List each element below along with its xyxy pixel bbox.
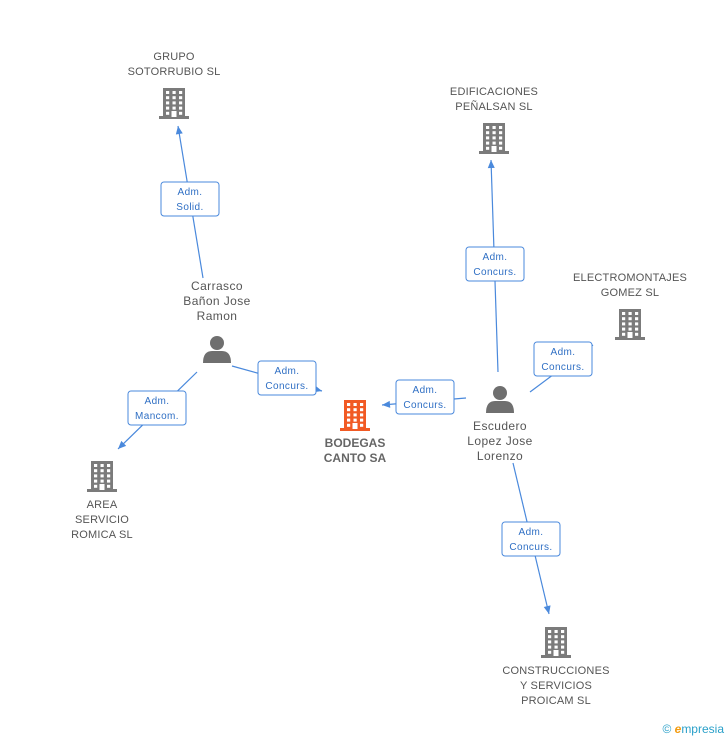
company-node-constr[interactable]: CONSTRUCCIONES Y SERVICIOS PROICAM SL <box>502 627 609 707</box>
edge-label-text: Mancom. <box>135 411 179 422</box>
edge-label-escudero-center[interactable]: Adm. Concurs. <box>395 379 455 415</box>
edge-label-text: Adm. <box>483 252 508 263</box>
edge-escudero-electro: Adm. Concurs. <box>529 341 594 393</box>
node-label-line: EDIFICACIONES <box>450 86 538 98</box>
node-label-line: PEÑALSAN SL <box>455 100 532 113</box>
company-node-area[interactable]: AREA SERVICIO ROMICA SL <box>71 461 133 541</box>
edge-label-box <box>501 521 561 557</box>
arrowhead <box>382 400 391 408</box>
node-label-line: ROMICA SL <box>71 529 133 541</box>
company-node-edif[interactable]: EDIFICACIONES PEÑALSAN SL <box>450 86 538 154</box>
node-label-line: GRUPO <box>153 51 195 63</box>
copyright-symbol: © <box>662 722 672 736</box>
brand-logo-e: e <box>674 722 682 736</box>
footer-credit: © empresia <box>662 722 724 736</box>
edge-label-text: Adm. <box>145 396 170 407</box>
building-icon <box>87 461 117 492</box>
edge-label-escudero-constr[interactable]: Adm. Concurs. <box>501 521 561 557</box>
edge-label-box <box>257 360 317 396</box>
node-label-line: SOTORRUBIO SL <box>128 66 221 78</box>
edge-escudero-constr: Adm. Concurs. <box>501 462 561 615</box>
node-label-line: Escudero <box>473 419 527 433</box>
edge-label-text: Concurs. <box>541 362 584 373</box>
edge-label-text: Adm. <box>551 347 576 358</box>
node-label-line: ELECTROMONTAJES <box>573 272 687 284</box>
edge-escudero-edif: Adm. Concurs. <box>465 159 525 373</box>
edge-label-text: Concurs. <box>473 267 516 278</box>
node-label-line: Lorenzo <box>477 449 523 463</box>
node-label-line: GOMEZ SL <box>601 287 659 299</box>
edge-label-text: Solid. <box>176 202 203 213</box>
person-icon <box>203 336 231 363</box>
edge-label-carrasco-area[interactable]: Adm. Mancom. <box>127 390 187 426</box>
edge-escudero-center: Adm. Concurs. <box>381 379 467 415</box>
nodes-layer: GRUPO SOTORRUBIO SL EDIFICACIONES PEÑALSAN … <box>71 51 687 707</box>
building-icon <box>159 88 189 119</box>
person-icon <box>486 386 514 413</box>
edge-label-text: Adm. <box>178 187 203 198</box>
edge-label-text: Adm. <box>519 527 544 538</box>
node-label-line: Bañon Jose <box>183 294 250 308</box>
edge-label-box <box>465 246 525 282</box>
arrowhead <box>487 160 495 169</box>
node-label-line: SERVICIO <box>75 514 129 526</box>
node-label-line: PROICAM SL <box>521 695 591 707</box>
edge-label-box <box>127 390 187 426</box>
node-label-line: Carrasco <box>191 279 243 293</box>
edge-label-escudero-electro[interactable]: Adm. Concurs. <box>533 341 593 377</box>
edge-label-text: Adm. <box>275 366 300 377</box>
building-icon <box>479 123 509 154</box>
edge-label-carrasco-grupo[interactable]: Adm. Solid. <box>160 181 220 217</box>
edge-carrasco-grupo: Adm. Solid. <box>160 125 220 279</box>
edge-label-box <box>160 181 220 217</box>
edge-label-escudero-edif[interactable]: Adm. Concurs. <box>465 246 525 282</box>
edge-label-box <box>533 341 593 377</box>
edge-carrasco-center: Adm. Concurs. <box>231 360 323 396</box>
edge-label-text: Concurs. <box>265 381 308 392</box>
brand-logo-text: mpresia <box>681 722 724 736</box>
edge-label-text: Concurs. <box>403 400 446 411</box>
node-label-line: CONSTRUCCIONES <box>502 665 609 677</box>
node-label-line: BODEGAS <box>325 436 386 450</box>
edge-carrasco-area: Adm. Mancom. <box>117 371 198 450</box>
edges-layer: Adm. Solid. Adm. Concurs. Adm. Mancom. Adm. Con… <box>117 125 594 615</box>
building-icon-highlight <box>340 400 370 431</box>
building-icon <box>615 309 645 340</box>
company-node-electro[interactable]: ELECTROMONTAJES GOMEZ SL <box>573 272 687 340</box>
node-label-line: Lopez Jose <box>467 434 532 448</box>
arrowhead <box>118 440 127 449</box>
node-label-line: AREA <box>87 499 118 511</box>
node-label-line: CANTO SA <box>324 451 387 465</box>
edge-label-box <box>395 379 455 415</box>
company-node-grupo[interactable]: GRUPO SOTORRUBIO SL <box>128 51 221 119</box>
edge-label-carrasco-center[interactable]: Adm. Concurs. <box>257 360 317 396</box>
building-icon <box>541 627 571 658</box>
edge-label-text: Concurs. <box>509 542 552 553</box>
arrowhead <box>175 126 183 135</box>
node-label-line: Y SERVICIOS <box>520 680 592 692</box>
node-label-line: Ramon <box>197 309 238 323</box>
arrowhead <box>543 605 551 614</box>
edge-label-text: Adm. <box>413 385 438 396</box>
